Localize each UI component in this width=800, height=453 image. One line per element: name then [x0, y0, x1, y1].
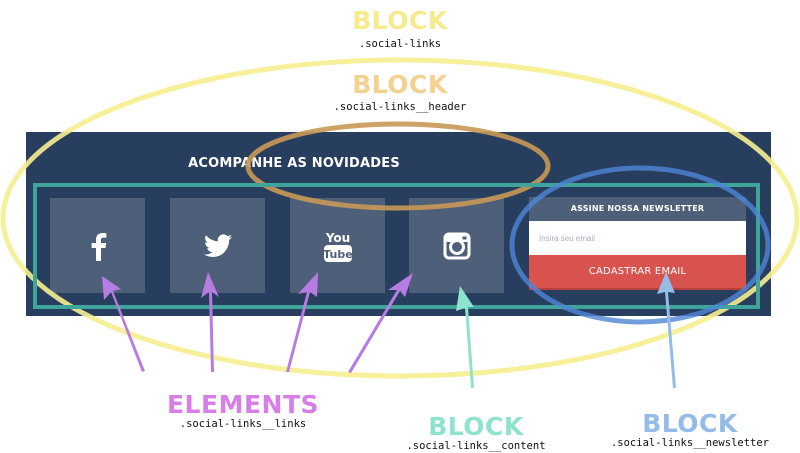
class-label-newsletter: .social-links__newsletter [610, 437, 770, 449]
youtube-icon: You Tube [323, 231, 352, 262]
class-label-social-links: .social-links [358, 38, 442, 50]
email-input[interactable] [529, 221, 746, 255]
elements-label-links: ELEMENTS [166, 390, 320, 419]
class-label-header: .social-links__header [333, 101, 467, 113]
social-links-panel: ACOMPANHE AS NOVIDADES You Tube ASSINE N… [26, 132, 771, 316]
class-label-content: .social-links__content [406, 440, 546, 452]
newsletter-form: ASSINE NOSSA NEWSLETTER CADASTRAR EMAIL [529, 197, 746, 292]
instagram-link[interactable] [409, 198, 504, 293]
twitter-icon [203, 233, 232, 257]
subscribe-button[interactable]: CADASTRAR EMAIL [529, 255, 746, 290]
instagram-icon [443, 232, 470, 259]
class-label-links: .social-links__links [179, 418, 307, 430]
youtube-tube-text: Tube [323, 248, 352, 261]
block-label-social-links: BLOCK [352, 6, 448, 35]
twitter-link[interactable] [170, 198, 265, 293]
block-label-content: BLOCK [428, 412, 524, 441]
facebook-icon [91, 232, 106, 261]
facebook-link[interactable] [50, 198, 145, 293]
newsletter-title: ASSINE NOSSA NEWSLETTER [529, 197, 746, 221]
panel-header: ACOMPANHE AS NOVIDADES [188, 156, 400, 171]
block-label-newsletter: BLOCK [642, 409, 738, 438]
youtube-you-text: You [324, 231, 349, 245]
youtube-link[interactable]: You Tube [290, 198, 385, 293]
block-label-header: BLOCK [352, 70, 448, 99]
